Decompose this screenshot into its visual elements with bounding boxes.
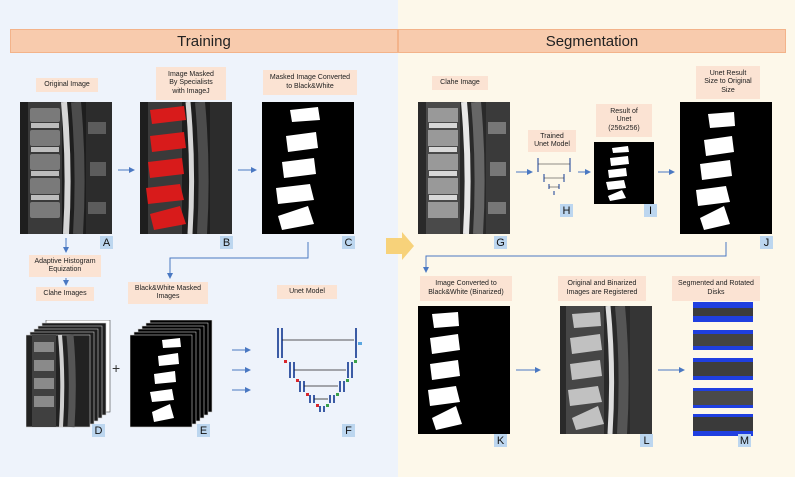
training-header: Training [10,29,398,53]
label-j: J [760,236,773,249]
unet-result-image [594,142,654,204]
label-h: H [560,204,573,217]
label-a: A [100,236,113,249]
tag-original-binarized-registered: Original and Binarized Images are Regist… [558,276,646,301]
registered-image [560,306,652,434]
mri-original-image [20,102,112,234]
tag-masked-converted: Masked Image Converted to Black&White [263,70,357,95]
tag-image-masked: Image Masked By Specialists with ImageJ [156,67,226,100]
mri-masked-image [140,102,232,234]
tag-segmented-rotated: Segmented and Rotated Disks [672,276,760,301]
plus-sign: + [112,360,121,376]
tag-clahe-images: Clahe Images [36,287,94,301]
resized-result-image [680,102,772,234]
label-c: C [342,236,355,249]
segmented-disks [693,302,753,436]
tag-adaptive-histogram: Adaptive Histogram Equization [29,255,101,277]
label-g: G [494,236,507,249]
trained-unet-diagram [534,154,574,202]
label-m: M [738,434,751,447]
tag-unet-result-size: Unet Result Size to Original Size [696,66,760,99]
label-e: E [197,424,210,437]
tag-trained-unet: Trained Unet Model [528,130,576,152]
clahe-image [418,102,510,234]
clahe-image-stack [25,319,116,428]
label-l: L [640,434,653,447]
label-d: D [92,424,105,437]
tag-image-converted-binarized: Image Converted to Black&White (Binarize… [420,276,512,301]
bw-mask-image [262,102,354,234]
segmentation-header: Segmentation [398,29,786,53]
label-f: F [342,424,355,437]
tag-unet-model: Unet Model [277,285,337,299]
unet-diagram [270,318,366,426]
tag-bw-masked-images: Black&White Masked Images [128,282,208,304]
bw-mask-stack [129,319,216,428]
tag-original-image: Original Image [36,78,98,92]
label-i: I [644,204,657,217]
label-b: B [220,236,233,249]
tag-clahe-image: Clahe Image [432,76,488,90]
tag-result-of-unet: Result of Unet (256x256) [596,104,652,137]
binarized-image [418,306,510,434]
label-k: K [494,434,507,447]
